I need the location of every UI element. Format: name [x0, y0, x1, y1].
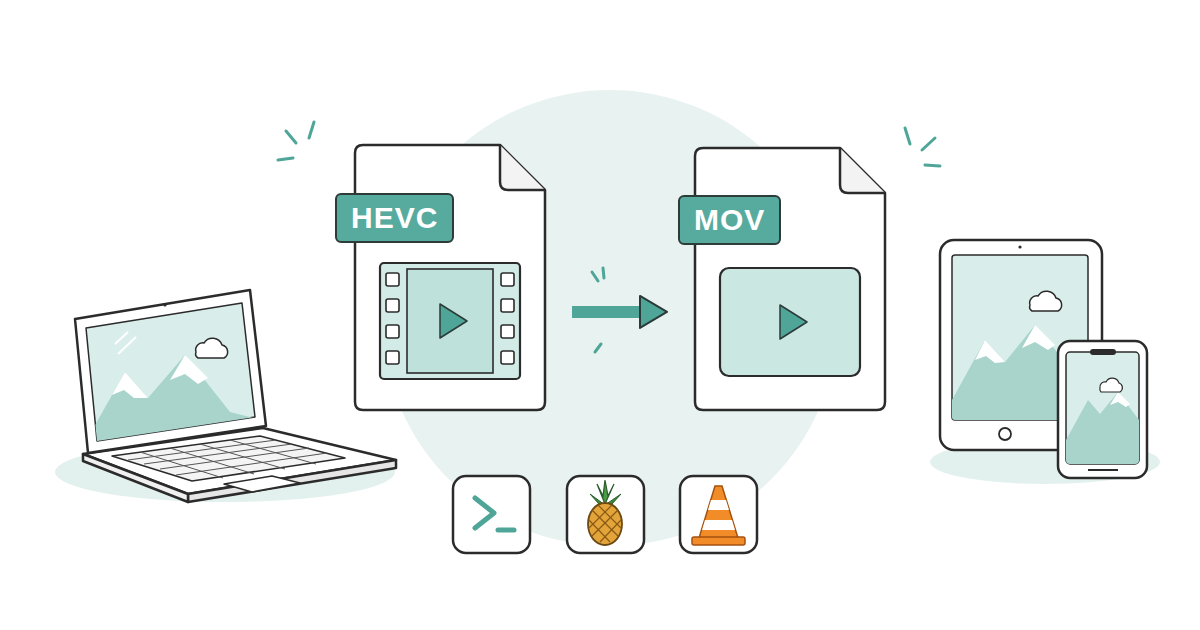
- laptop: [75, 290, 396, 502]
- video-frame: [720, 268, 860, 376]
- format-tag: MOV: [678, 195, 781, 245]
- vlc-cone-icon: [680, 476, 757, 553]
- format-label: MOV: [694, 203, 765, 236]
- film-strip: [380, 263, 520, 379]
- format-tag: HEVC: [335, 193, 454, 243]
- file-outline: [695, 148, 885, 410]
- file-shape: [355, 145, 545, 410]
- phone: [1058, 341, 1147, 478]
- file-outline: [355, 145, 545, 410]
- conversion-arrow: [572, 306, 640, 318]
- file-icon: HEVC: [355, 145, 545, 410]
- format-label: HEVC: [351, 201, 438, 234]
- terminal-icon: [453, 476, 530, 553]
- pineapple-icon: [567, 476, 644, 553]
- file-fold: [500, 145, 545, 190]
- file-fold: [840, 148, 885, 193]
- file-shape: [695, 148, 885, 410]
- file-icon: MOV: [695, 148, 885, 410]
